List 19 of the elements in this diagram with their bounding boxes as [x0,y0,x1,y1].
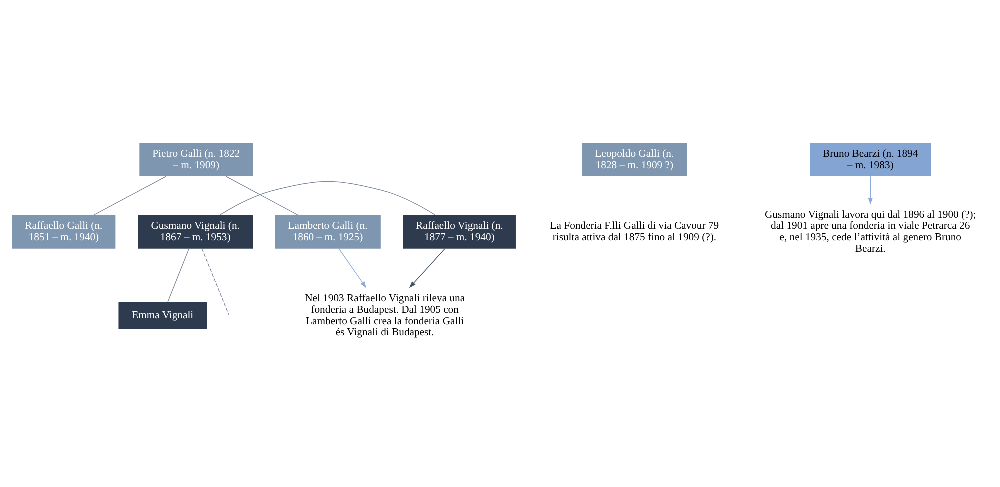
connector [226,176,299,216]
node-box: Leopoldo Galli (n. 1828 – m. 1909 ?) [582,143,688,177]
connector [168,248,190,302]
node-box: Lamberto Galli (n. 1860 – m. 1925) [275,215,381,249]
node-text: Gusmano Vignali lavora qui dal 1896 al 1900 (?); dal 1901 apre una fonderia in viale Petrarca 26 e, nel 1935, cede l’attività al genero Bruno Bearzi. [764,210,976,256]
node-box: Bruno Bearzi (n. 1894 – m. 1983) [810,143,932,177]
node-box: Pietro Galli (n. 1822 – m. 1909) [140,143,254,177]
arrow [409,248,446,288]
connector [202,248,230,316]
node-text: Nel 1903 Raffaello Vignali rileva una fonderia a Budapest. Dal 1905 con Lamberto Galli crea la fonderia Galli és Vignali di Budapest. [305,293,466,339]
label: La Fonderia F.lli Galli di via Cavour 79 risulta attiva dal 1875 fino al 1909 (?). [550,221,720,244]
arrow [868,176,874,205]
node-box: Raffaello Galli (n. 1851 – m. 1940) [12,215,116,249]
node-box: Gusmano Vignali (n. 1867 – m. 1953) [138,215,254,249]
node-box: Raffaello Vignali (n. 1877 – m. 1940) [403,215,516,249]
arrow [338,248,367,288]
node-box: Emma Vignali [118,302,207,330]
connector [220,181,436,216]
connector [93,176,167,216]
